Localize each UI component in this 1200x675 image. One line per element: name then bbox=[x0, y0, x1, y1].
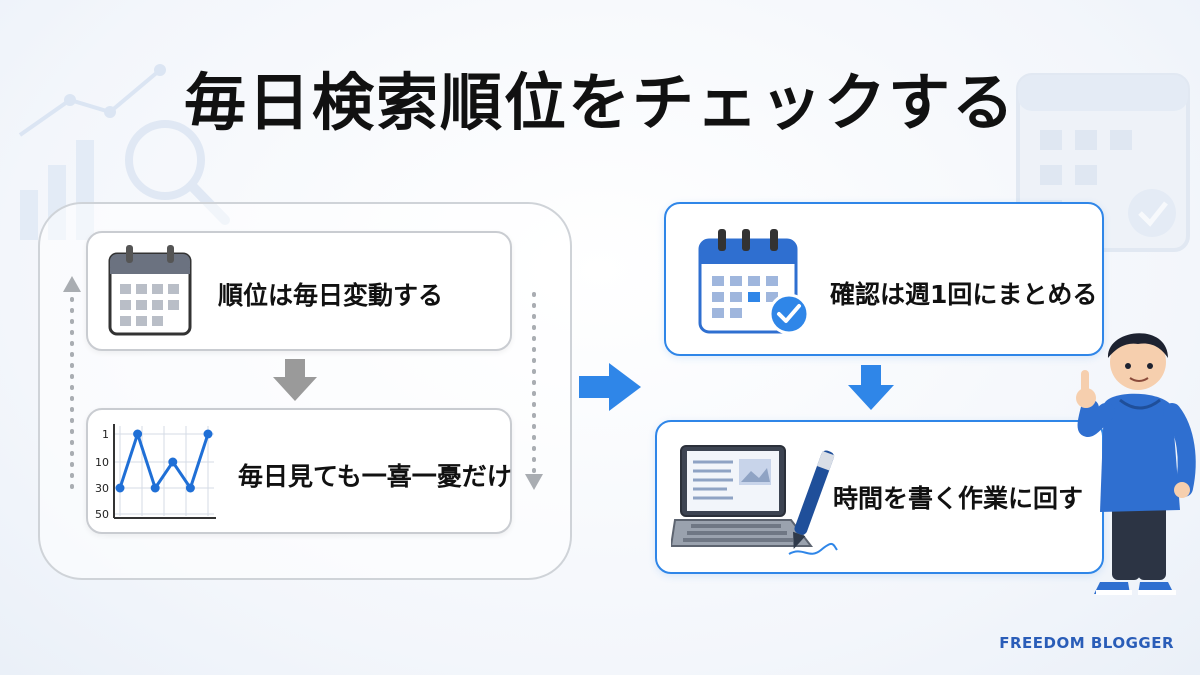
step-card-rank-fluctuates: 順位は毎日変動する bbox=[86, 231, 512, 351]
calendar-check-icon bbox=[698, 229, 810, 335]
rank-point bbox=[150, 483, 160, 493]
rank-point bbox=[168, 457, 178, 467]
rank-point bbox=[185, 483, 195, 493]
rank-point bbox=[133, 429, 143, 439]
step-label: 順位は毎日変動する bbox=[218, 281, 444, 310]
rank-tick-label: 10 bbox=[95, 456, 109, 469]
ranking-line-chart-icon: 1 10 30 50 bbox=[95, 424, 216, 521]
down-arrow-grey bbox=[273, 359, 317, 401]
rank-tick-label: 1 bbox=[102, 428, 109, 441]
step-card-redirect-time-to-writing: 時間を書く作業に回す bbox=[655, 420, 1104, 574]
right-arrow-blue bbox=[579, 363, 641, 411]
step-label: 確認は週1回にまとめる bbox=[830, 280, 1098, 309]
step-card-daily-check-pointless: 1 10 30 50 毎日見ても一喜一憂だけ bbox=[86, 408, 512, 534]
rank-series-line bbox=[118, 432, 210, 490]
laptop-pen-icon bbox=[671, 445, 838, 555]
rank-tick-label: 50 bbox=[95, 508, 109, 521]
step-label: 毎日見ても一喜一憂だけ bbox=[238, 462, 512, 491]
rank-point bbox=[203, 429, 213, 439]
down-arrow-blue bbox=[848, 365, 894, 410]
calendar-icon bbox=[108, 245, 192, 336]
pointing-person-illustration bbox=[1076, 333, 1196, 595]
cycle-dotted-arrows bbox=[63, 276, 543, 490]
page-title: 毎日検索順位をチェックする bbox=[183, 66, 1016, 139]
rank-tick-label: 30 bbox=[95, 482, 109, 495]
step-label: 時間を書く作業に回す bbox=[833, 484, 1084, 513]
step-card-weekly-check: 確認は週1回にまとめる bbox=[664, 202, 1104, 356]
rank-point bbox=[115, 483, 125, 493]
brand-logo: FREEDOM BLOGGER bbox=[999, 634, 1174, 652]
